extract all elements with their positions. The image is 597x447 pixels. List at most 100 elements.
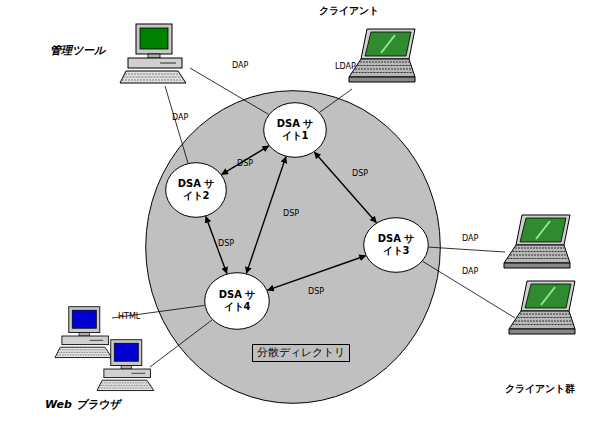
laptop-screen — [525, 284, 571, 308]
laptop-front — [349, 77, 415, 82]
screen — [72, 310, 96, 328]
drive-slot — [89, 340, 103, 341]
client-label: Web ブラウザ — [45, 398, 157, 412]
drive-slot — [160, 63, 176, 64]
screen — [114, 343, 138, 361]
key-row — [355, 69, 412, 70]
dsp-link — [314, 152, 376, 222]
key-row — [100, 385, 150, 386]
protocol-label: DAP — [462, 268, 478, 276]
key-row — [57, 354, 110, 355]
laptop-base — [504, 245, 570, 263]
monitor — [69, 307, 100, 333]
client-link — [423, 261, 515, 318]
laptop-icon — [500, 213, 572, 273]
desktop-computer-icon — [120, 22, 192, 87]
directory-label: 分散ディレクトリ — [252, 344, 350, 362]
laptop-front — [509, 329, 575, 334]
dsp-link — [268, 256, 366, 290]
dsa-label: DSA サイト3 — [363, 217, 429, 273]
laptop-icon — [345, 27, 417, 87]
client-group: Web ブラウザ — [45, 305, 157, 415]
monitor — [136, 24, 172, 54]
dsa-label-text: DSA サイト2 — [174, 178, 218, 203]
system-unit — [62, 336, 108, 345]
desktop-computer-icon — [97, 337, 159, 395]
key-row — [520, 314, 569, 315]
key-row — [510, 255, 567, 256]
protocol-label: HTML — [118, 313, 140, 321]
dsa-label: DSA サイト4 — [204, 272, 270, 330]
laptop-base — [509, 311, 575, 329]
keyboard — [55, 347, 112, 357]
key-row — [353, 72, 413, 73]
key-row — [125, 74, 180, 75]
key-row — [513, 324, 573, 325]
client-group: クライアント群 — [495, 205, 595, 400]
protocol-label: DAP — [172, 114, 188, 122]
key-row — [58, 352, 108, 353]
key-row — [99, 387, 152, 388]
key-row — [513, 251, 566, 252]
key-row — [101, 382, 148, 383]
client-group: クライアント — [315, 5, 420, 90]
laptop-front — [504, 263, 570, 268]
dsa-label-text: DSA サイト1 — [273, 118, 317, 143]
key-row — [515, 248, 564, 249]
key-row — [59, 349, 106, 350]
client-label: 管理ツール — [50, 44, 116, 58]
client-group: 管理ツール — [50, 22, 192, 87]
key-row — [508, 258, 568, 259]
key-row — [122, 80, 184, 81]
monitor-neck — [79, 333, 89, 336]
dsp-link — [206, 217, 227, 274]
client-link — [190, 68, 268, 114]
client-label: クライアント群 — [505, 383, 595, 396]
protocol-label: LDAP — [335, 63, 356, 71]
monitor-neck — [148, 54, 160, 58]
screen-glare — [381, 35, 395, 53]
keyboard — [97, 380, 154, 390]
key-row — [124, 77, 182, 78]
key-row — [358, 65, 411, 66]
key-row — [360, 62, 409, 63]
laptop-lid — [361, 29, 415, 59]
screen-glare — [536, 221, 550, 239]
protocol-label: DAP — [232, 62, 248, 70]
dsa-ellipse: DSA サイト4 — [204, 272, 270, 330]
laptop-base — [349, 59, 415, 77]
screen — [140, 28, 168, 49]
dsp-link — [222, 146, 269, 174]
client-link — [320, 89, 352, 112]
client-link — [150, 320, 212, 367]
laptop-lid — [516, 215, 570, 245]
key-row — [515, 321, 572, 322]
laptop-screen — [520, 218, 566, 242]
laptop-lid — [521, 281, 575, 311]
drive-slot — [131, 373, 145, 374]
key-row — [518, 317, 571, 318]
dsa-ellipse: DSA サイト3 — [363, 217, 429, 273]
laptop-icon — [505, 279, 577, 339]
system-unit — [128, 58, 182, 68]
client-link — [112, 305, 204, 318]
laptop-screen — [365, 32, 411, 56]
client-link — [165, 86, 188, 163]
dsa-ellipse: DSA サイト2 — [165, 162, 227, 218]
screen-glare — [541, 287, 555, 305]
client-link — [429, 247, 505, 252]
directory-circle: 分散ディレクトリ DSA サイト1DSA サイト2DSA サイト3DSA サイト4 — [145, 90, 441, 404]
monitor-neck — [121, 366, 131, 369]
monitor — [111, 340, 142, 366]
client-label: クライアント — [319, 5, 409, 18]
desktop-computer-icon — [55, 305, 117, 361]
dsa-label-text: DSA サイト3 — [374, 233, 418, 258]
dsa-ellipse: DSA サイト1 — [263, 102, 327, 158]
dsa-label: DSA サイト1 — [263, 102, 327, 158]
dsa-label-text: DSA サイト4 — [215, 289, 259, 314]
keyboard — [120, 71, 186, 83]
system-unit — [104, 369, 151, 378]
dsp-link — [246, 157, 285, 273]
protocol-label: DAP — [462, 235, 478, 243]
